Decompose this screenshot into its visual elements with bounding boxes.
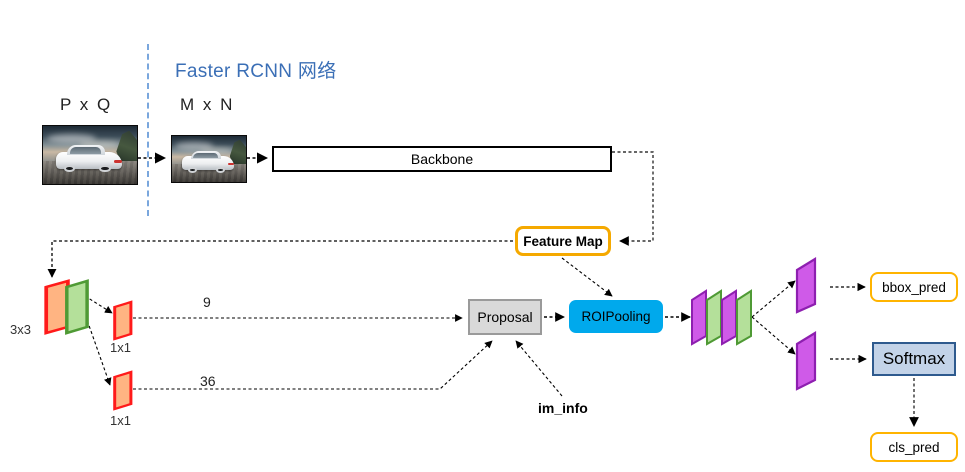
conv-3x3-green-layer bbox=[61, 279, 95, 335]
fc-layer-stack bbox=[690, 288, 760, 346]
proposal-block[interactable]: Proposal bbox=[468, 299, 542, 335]
im-info-label: im_info bbox=[538, 400, 588, 416]
fc-cls-branch-layer bbox=[794, 330, 834, 392]
backbone-block[interactable]: Backbone bbox=[272, 146, 612, 172]
section-divider bbox=[147, 44, 149, 216]
bbox-pred-block[interactable]: bbox_pred bbox=[870, 272, 958, 302]
arrow-fc-to-cls-branch bbox=[751, 316, 796, 355]
arrow-backbone-to-featuremap bbox=[612, 151, 654, 246]
resized-image-thumbnail bbox=[171, 135, 247, 183]
conv-3x3-label: 3x3 bbox=[10, 322, 31, 337]
photo-cloud bbox=[200, 147, 233, 154]
photo-car-taillight bbox=[113, 159, 122, 164]
cls-channels-label: 9 bbox=[203, 294, 211, 310]
input-image-thumbnail bbox=[42, 125, 138, 185]
photo-cloud bbox=[174, 142, 214, 150]
photo-car-window bbox=[193, 153, 218, 159]
photo-rock bbox=[116, 130, 137, 167]
photo-car-window bbox=[70, 147, 102, 154]
conv-1x1-reg-label: 1x1 bbox=[110, 413, 131, 428]
input-dims-label: P x Q bbox=[60, 95, 113, 114]
softmax-block[interactable]: Softmax bbox=[872, 342, 956, 376]
feature-map-block[interactable]: Feature Map bbox=[515, 226, 611, 256]
photo-car-wheel bbox=[63, 164, 75, 173]
reg-channels-label: 36 bbox=[200, 373, 216, 389]
photo-cloud bbox=[78, 141, 121, 149]
roipooling-block[interactable]: ROIPooling bbox=[569, 300, 663, 333]
arrow-featuremap-to-rpn bbox=[47, 240, 513, 278]
arrow-featuremap-to-roipooling bbox=[561, 257, 613, 297]
photo-rock bbox=[229, 139, 246, 169]
arrow-iminfo-to-proposal bbox=[515, 340, 563, 397]
photo-car-body bbox=[182, 156, 235, 171]
photo-car-wheel bbox=[188, 166, 198, 173]
fc-bbox-branch-layer bbox=[794, 256, 834, 314]
resized-dims-label: M x N bbox=[180, 95, 235, 114]
arrow-bbox-deltas-to-proposal bbox=[133, 340, 493, 390]
cls-pred-block[interactable]: cls_pred bbox=[870, 432, 958, 462]
arrow-fc-to-bbox-branch bbox=[751, 280, 796, 318]
conv-1x1-cls-layer bbox=[112, 300, 138, 341]
photo-car-wheel bbox=[99, 164, 111, 173]
photo-car-wheel bbox=[216, 166, 226, 173]
diagram-title: Faster RCNN 网络 bbox=[175, 61, 337, 82]
arrow-conv3x3-to-conv1x1-reg bbox=[79, 299, 112, 386]
photo-car-body bbox=[56, 151, 122, 169]
conv-1x1-reg-layer bbox=[112, 370, 138, 411]
conv-1x1-cls-label: 1x1 bbox=[110, 340, 131, 355]
photo-car-taillight bbox=[227, 162, 235, 166]
photo-cloud bbox=[46, 134, 96, 144]
